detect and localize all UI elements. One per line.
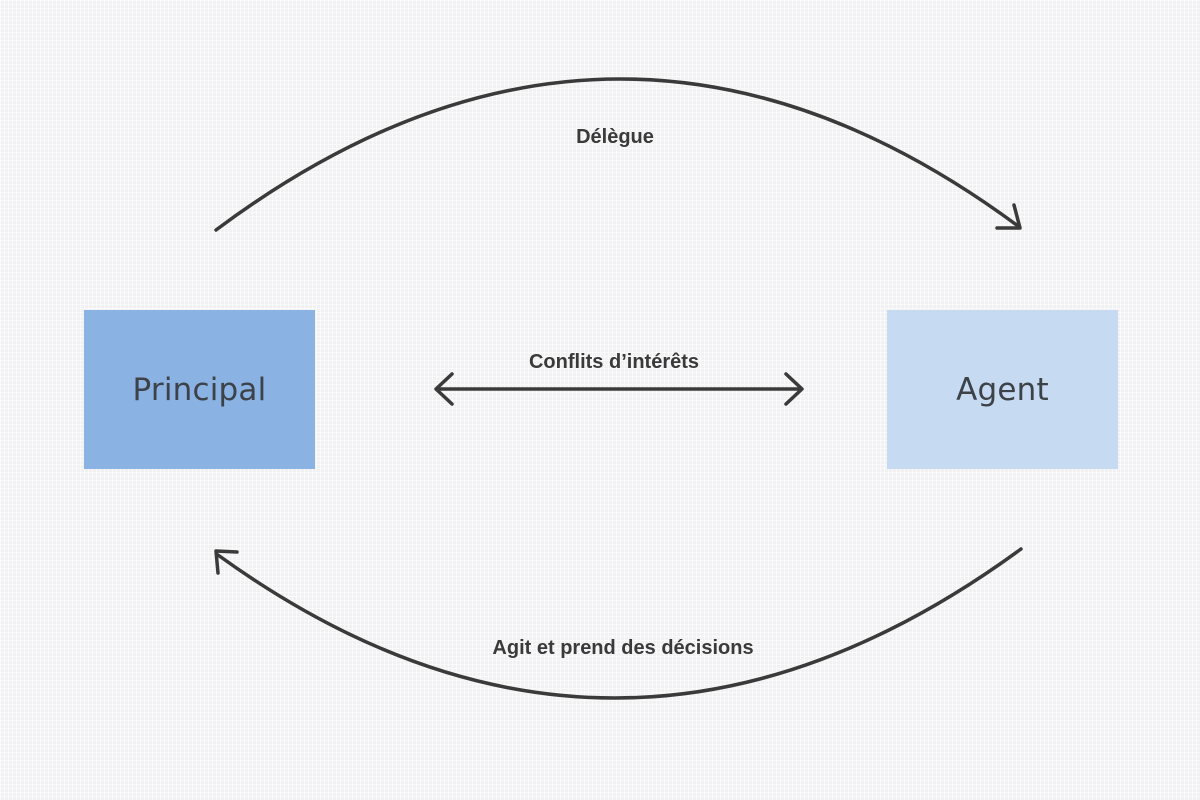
- arrowhead-agit: [214, 549, 239, 575]
- agent-box: Agent: [887, 310, 1118, 469]
- delegue-label: Délègue: [576, 126, 654, 148]
- conflits-label: Conflits d’intérêts: [528, 351, 700, 373]
- arrowhead-delegue: [995, 203, 1022, 230]
- agit-label: Agit et prend des décisions: [492, 637, 754, 659]
- principal-box: Principal: [84, 310, 315, 469]
- arrow-delegue: [214, 77, 1020, 232]
- arrowhead-conflits-right: [784, 372, 804, 406]
- arrow-agit: [216, 547, 1023, 700]
- arrowhead-conflits-left: [434, 372, 454, 406]
- agent-label: Agent: [956, 371, 1049, 408]
- principal-label: Principal: [132, 371, 267, 408]
